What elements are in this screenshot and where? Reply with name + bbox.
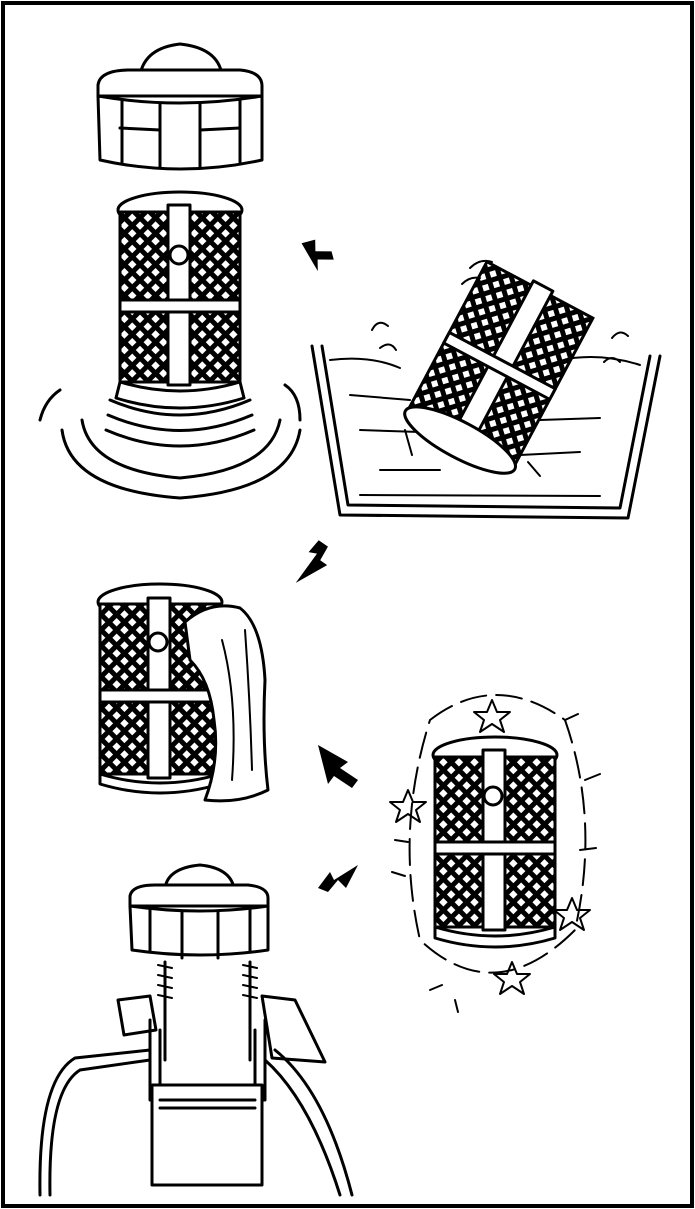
sparkle-star <box>474 700 510 732</box>
arrow-to-clean <box>318 745 358 788</box>
step-1-remove-cap <box>40 44 300 498</box>
tank-neck <box>40 962 352 1195</box>
step-4-clean-strainer <box>390 695 600 1012</box>
strainer-in-neck <box>40 192 300 498</box>
step-2-rinse-in-tray <box>312 256 660 518</box>
step-5-reinstall <box>40 865 352 1195</box>
arrow-to-rinse <box>294 235 338 276</box>
filler-cap-top <box>98 44 262 169</box>
tilted-strainer <box>397 256 597 485</box>
arrow-to-wipe <box>289 539 333 583</box>
step-3-wipe-with-cloth <box>98 584 268 801</box>
arrow-to-reinstall <box>318 865 358 892</box>
filler-cap-bottom <box>130 865 268 958</box>
